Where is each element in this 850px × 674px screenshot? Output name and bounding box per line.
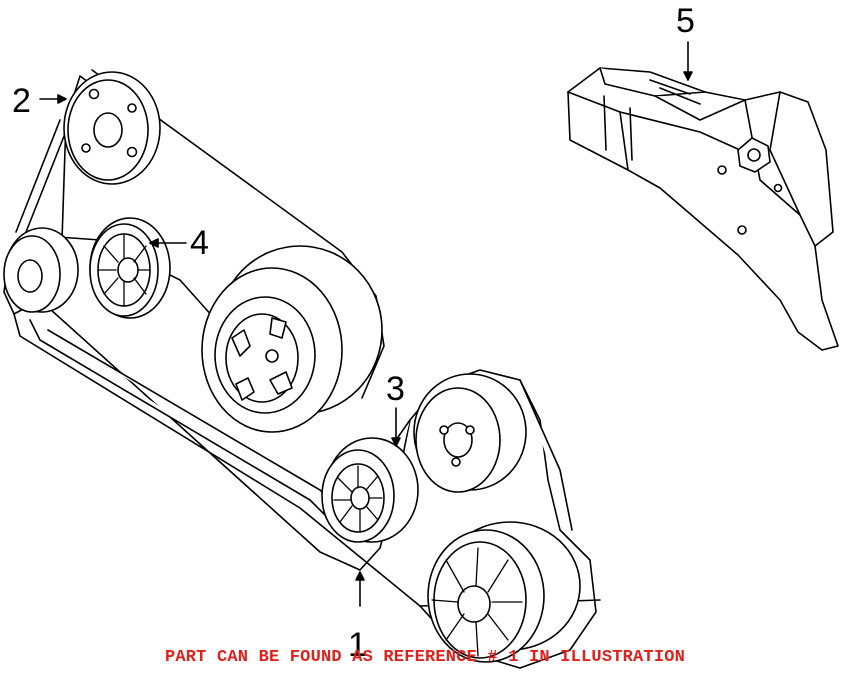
callout-2: 2 [12, 82, 31, 120]
idler-pulley-3 [321, 437, 419, 543]
reference-caption: PART CAN BE FOUND AS REFERENCE # 1 IN IL… [164, 648, 686, 667]
callout-5: 5 [676, 2, 695, 40]
callout-leaders [39, 41, 693, 607]
idler-pulley-4 [89, 217, 171, 319]
bracket-part-5 [567, 67, 839, 351]
crank-pulley [201, 245, 383, 433]
upper-right-pulley [413, 373, 527, 493]
left-idler-pulley [3, 227, 79, 313]
callout-3: 3 [386, 370, 405, 408]
pulley-2 [63, 71, 161, 185]
callout-1: 1 [348, 626, 367, 664]
callout-4: 4 [190, 224, 209, 262]
lower-right-pulley [427, 521, 581, 663]
